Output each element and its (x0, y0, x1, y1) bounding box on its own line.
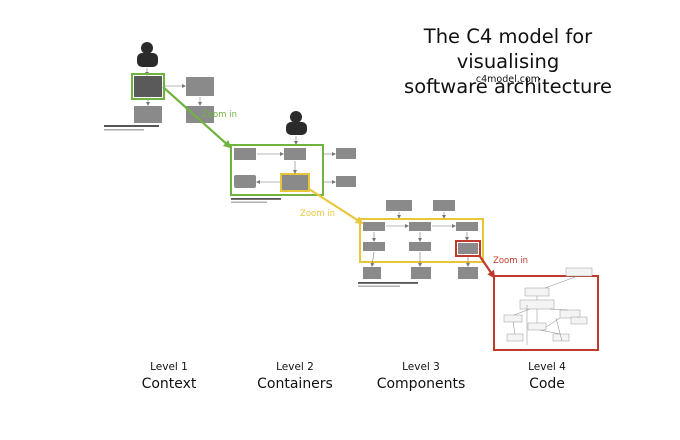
external-system-box (134, 106, 162, 123)
external-system-box (336, 176, 356, 187)
container-box (282, 175, 308, 190)
container-boundary (230, 144, 324, 196)
container-box (433, 200, 455, 211)
component-box (363, 242, 385, 251)
external-system-box (186, 77, 214, 96)
component-box (409, 222, 431, 231)
uml-class-box (527, 322, 547, 331)
zoom-in-label: Zoom in (300, 209, 335, 219)
title-line-2: software architecture (404, 75, 612, 98)
external-system-box (186, 106, 214, 123)
component-zoom-highlight (455, 240, 481, 257)
uml-class-box (506, 333, 524, 342)
level-number: Level 1 (150, 361, 188, 373)
container-box (386, 200, 412, 211)
uml-class-box (519, 299, 555, 310)
external-system-box (458, 267, 478, 279)
level-4-caption: Level 4 Code (487, 360, 607, 394)
level-name: Context (141, 376, 197, 392)
external-system-box (336, 148, 356, 159)
level-name: Components (376, 376, 466, 392)
container-box (234, 148, 256, 160)
uml-class-box (503, 314, 523, 323)
title-line-1: The C4 model for visualising (423, 25, 593, 73)
uml-relationships (512, 275, 579, 345)
software-system-box (134, 76, 162, 97)
diagram-title: The C4 model for visualising software ar… (378, 24, 638, 99)
level4-code-diagram (493, 267, 599, 351)
uml-class-box (559, 309, 581, 319)
component-box (458, 243, 478, 254)
component-box (409, 242, 431, 251)
uml-class-box (570, 316, 588, 325)
level-1-caption: Level 1 Context (109, 360, 229, 394)
person-icon (286, 111, 307, 135)
level-number: Level 3 (402, 361, 440, 373)
database-box (363, 267, 381, 279)
uml-class-box (524, 287, 550, 297)
container-zoom-highlight (280, 173, 310, 192)
website-url: c4model.com (475, 74, 541, 85)
zoom-arrow-red: Zoom in (478, 254, 528, 279)
level1-context-diagram (104, 42, 214, 131)
database-box (234, 175, 256, 188)
level2-container-diagram (230, 111, 356, 203)
external-system-box (411, 267, 431, 279)
level-number: Level 2 (276, 361, 314, 373)
zoom-in-label: Zoom in (202, 110, 237, 120)
level-number: Level 4 (528, 361, 566, 373)
person-icon (137, 42, 158, 67)
uml-class-box (565, 267, 593, 277)
zoom-arrow-green: Zoom in (162, 86, 237, 149)
container-boundary (359, 218, 484, 263)
level-2-caption: Level 2 Containers (235, 360, 355, 394)
component-box (456, 222, 478, 231)
container-box (284, 148, 306, 160)
level3-component-diagram (358, 200, 484, 287)
zoom-arrow-yellow: Zoom in (300, 188, 364, 225)
zoom-in-label: Zoom in (493, 256, 528, 266)
component-box (363, 222, 385, 231)
level-name: Code (529, 376, 565, 392)
level-3-caption: Level 3 Components (361, 360, 481, 394)
level-name: Containers (257, 376, 333, 392)
